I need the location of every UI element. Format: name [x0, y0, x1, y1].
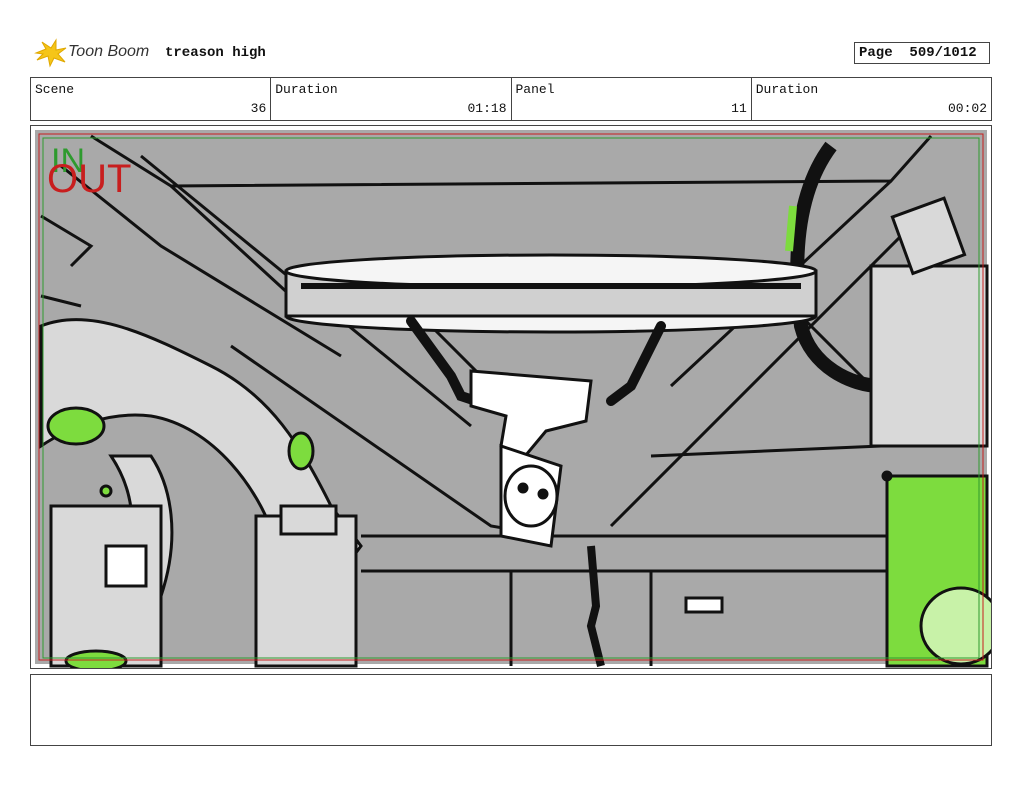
panel-duration-label: Duration	[755, 82, 819, 97]
toon-boom-logo: Toon Boom	[32, 38, 156, 68]
panel-notes-box	[30, 674, 992, 746]
logo-text: Toon Boom	[68, 43, 150, 60]
page-indicator: Page 509/1012	[854, 42, 990, 64]
scene-duration-label: Duration	[275, 82, 338, 97]
storyboard-drawing: IN OUT	[35, 130, 991, 668]
in-frame-guide	[42, 137, 980, 659]
scene-cell: Scene 36	[31, 78, 272, 120]
panel-info-row: Scene 36 Duration 01:18 Panel 11 Duratio…	[30, 77, 992, 121]
disc-platform	[284, 253, 818, 334]
out-marker: OUT	[47, 157, 131, 201]
toon-boom-logo-icon	[34, 38, 67, 68]
scene-duration-cell: Duration 01:18	[271, 78, 512, 120]
storyboard-panel: IN OUT	[30, 125, 992, 669]
out-frame-guide	[38, 133, 984, 661]
panel-duration-value: 00:02	[947, 101, 987, 116]
scene-duration-value: 01:18	[467, 101, 507, 116]
counter	[361, 534, 901, 666]
scene-value: 36	[250, 101, 267, 116]
panel-duration-cell: Duration 00:02	[752, 78, 991, 120]
in-marker: IN	[51, 142, 85, 180]
page-value: 509/1012	[909, 45, 977, 61]
panel-cell: Panel 11	[512, 78, 752, 120]
panel-value: 11	[731, 101, 747, 116]
panel-label: Panel	[515, 82, 555, 97]
page-label: Page	[859, 45, 893, 61]
character-figure	[406, 316, 666, 667]
left-machine	[39, 318, 363, 668]
project-title: treason high	[165, 45, 266, 61]
scene-label: Scene	[35, 82, 75, 97]
